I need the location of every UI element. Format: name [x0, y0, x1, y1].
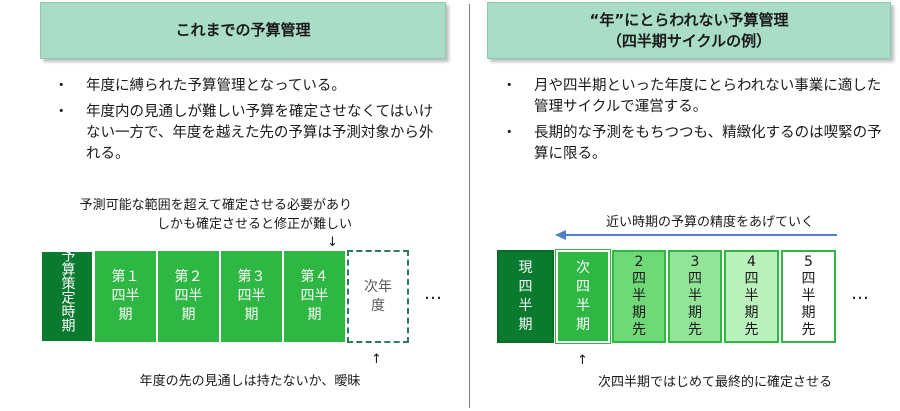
two-quarters-ahead-box: 2 四 半 期 先 — [612, 250, 666, 343]
current-quarter-label: 現 四 半 期 — [518, 259, 533, 333]
three-quarters-ahead-box: 3 四 半 期 先 — [668, 250, 722, 343]
right-header: “年”にとらわれない予算管理 （四半期サイクルの例） — [487, 2, 891, 59]
left-bullet-list: 年度に縛られた予算管理となっている。 年度内の見通しが難しい予算を確定させなくて… — [52, 76, 442, 170]
quarter-4-box: 第４ 四半 期 — [283, 250, 346, 343]
five-quarters-ahead-box: 5 四 半 期 先 — [781, 250, 836, 343]
quarter-3-label: 第３ 四半 期 — [237, 269, 266, 323]
left-ellipsis: … — [424, 283, 444, 304]
five-quarters-ahead-label: 5 四 半 期 先 — [801, 254, 816, 338]
right-bullet-1: 月や四半期といった年度にとらわれない事業に適した管理サイクルで運営する。 — [500, 76, 892, 118]
left-top-note-line2: しかも確定させると修正が難しい — [156, 217, 352, 232]
next-year-label: 次年 度 — [364, 278, 392, 314]
budget-planning-period-box: 予算策定時期 — [40, 250, 94, 343]
left-header-title: これまでの予算管理 — [175, 21, 311, 39]
right-header-line2: （四半期サイクルの例） — [606, 31, 772, 50]
left-top-note: 予測可能な範囲を超えて確定させる必要があり しかも確定させると修正が難しい — [0, 196, 352, 234]
left-top-note-line1: 予測可能な範囲を超えて確定させる必要があり — [79, 198, 352, 213]
budget-planning-period-label: 予算策定時期 — [59, 250, 76, 332]
left-header: これまでの予算管理 — [40, 2, 446, 59]
three-quarters-ahead-label: 3 四 半 期 先 — [688, 254, 702, 338]
right-bullet-2: 長期的な予測をもちつつも、精緻化するのは喫緊の予算に限る。 — [500, 123, 892, 165]
left-bullet-2: 年度内の見通しが難しい予算を確定させなくてはいけない一方で、年度を越えた先の予算… — [52, 102, 442, 165]
quarter-4-label: 第４ 四半 期 — [300, 269, 329, 323]
quarter-2-box: 第２ 四半 期 — [157, 250, 220, 343]
up-arrow-icon: ↑ — [577, 353, 588, 368]
next-year-box: 次年 度 — [347, 250, 409, 343]
left-bottom-note: 年度の先の見通しは持たないか、曖昧 — [139, 374, 361, 389]
right-header-line1: “年”にとらわれない予算管理 — [589, 10, 789, 29]
current-quarter-box: 現 四 半 期 — [497, 250, 554, 343]
right-ellipsis: … — [851, 283, 871, 304]
four-quarters-ahead-label: 4 四 半 期 先 — [744, 254, 759, 338]
quarter-2-label: 第２ 四半 期 — [174, 269, 203, 323]
right-bullet-list: 月や四半期といった年度にとらわれない事業に適した管理サイクルで運営する。 長期的… — [500, 76, 892, 170]
next-quarter-label: 次 四 半 期 — [576, 259, 590, 333]
right-top-note: 近い時期の予算の精度をあげていく — [605, 215, 814, 230]
right-bottom-note: 次四半期ではじめて最終的に確定させる — [597, 375, 832, 390]
up-arrow-icon: ↑ — [371, 352, 382, 367]
quarter-3-box: 第３ 四半 期 — [220, 250, 283, 343]
down-arrow-icon: ↓ — [327, 235, 338, 250]
quarter-1-box: 第１ 四半 期 — [94, 250, 157, 343]
panel-divider — [469, 4, 470, 408]
four-quarters-ahead-box: 4 四 半 期 先 — [724, 250, 779, 343]
quarter-1-label: 第１ 四半 期 — [111, 269, 140, 323]
two-quarters-ahead-label: 2 四 半 期 先 — [632, 254, 646, 338]
next-quarter-box: 次 四 半 期 — [555, 249, 611, 344]
left-bullet-1: 年度に縛られた予算管理となっている。 — [52, 76, 442, 97]
